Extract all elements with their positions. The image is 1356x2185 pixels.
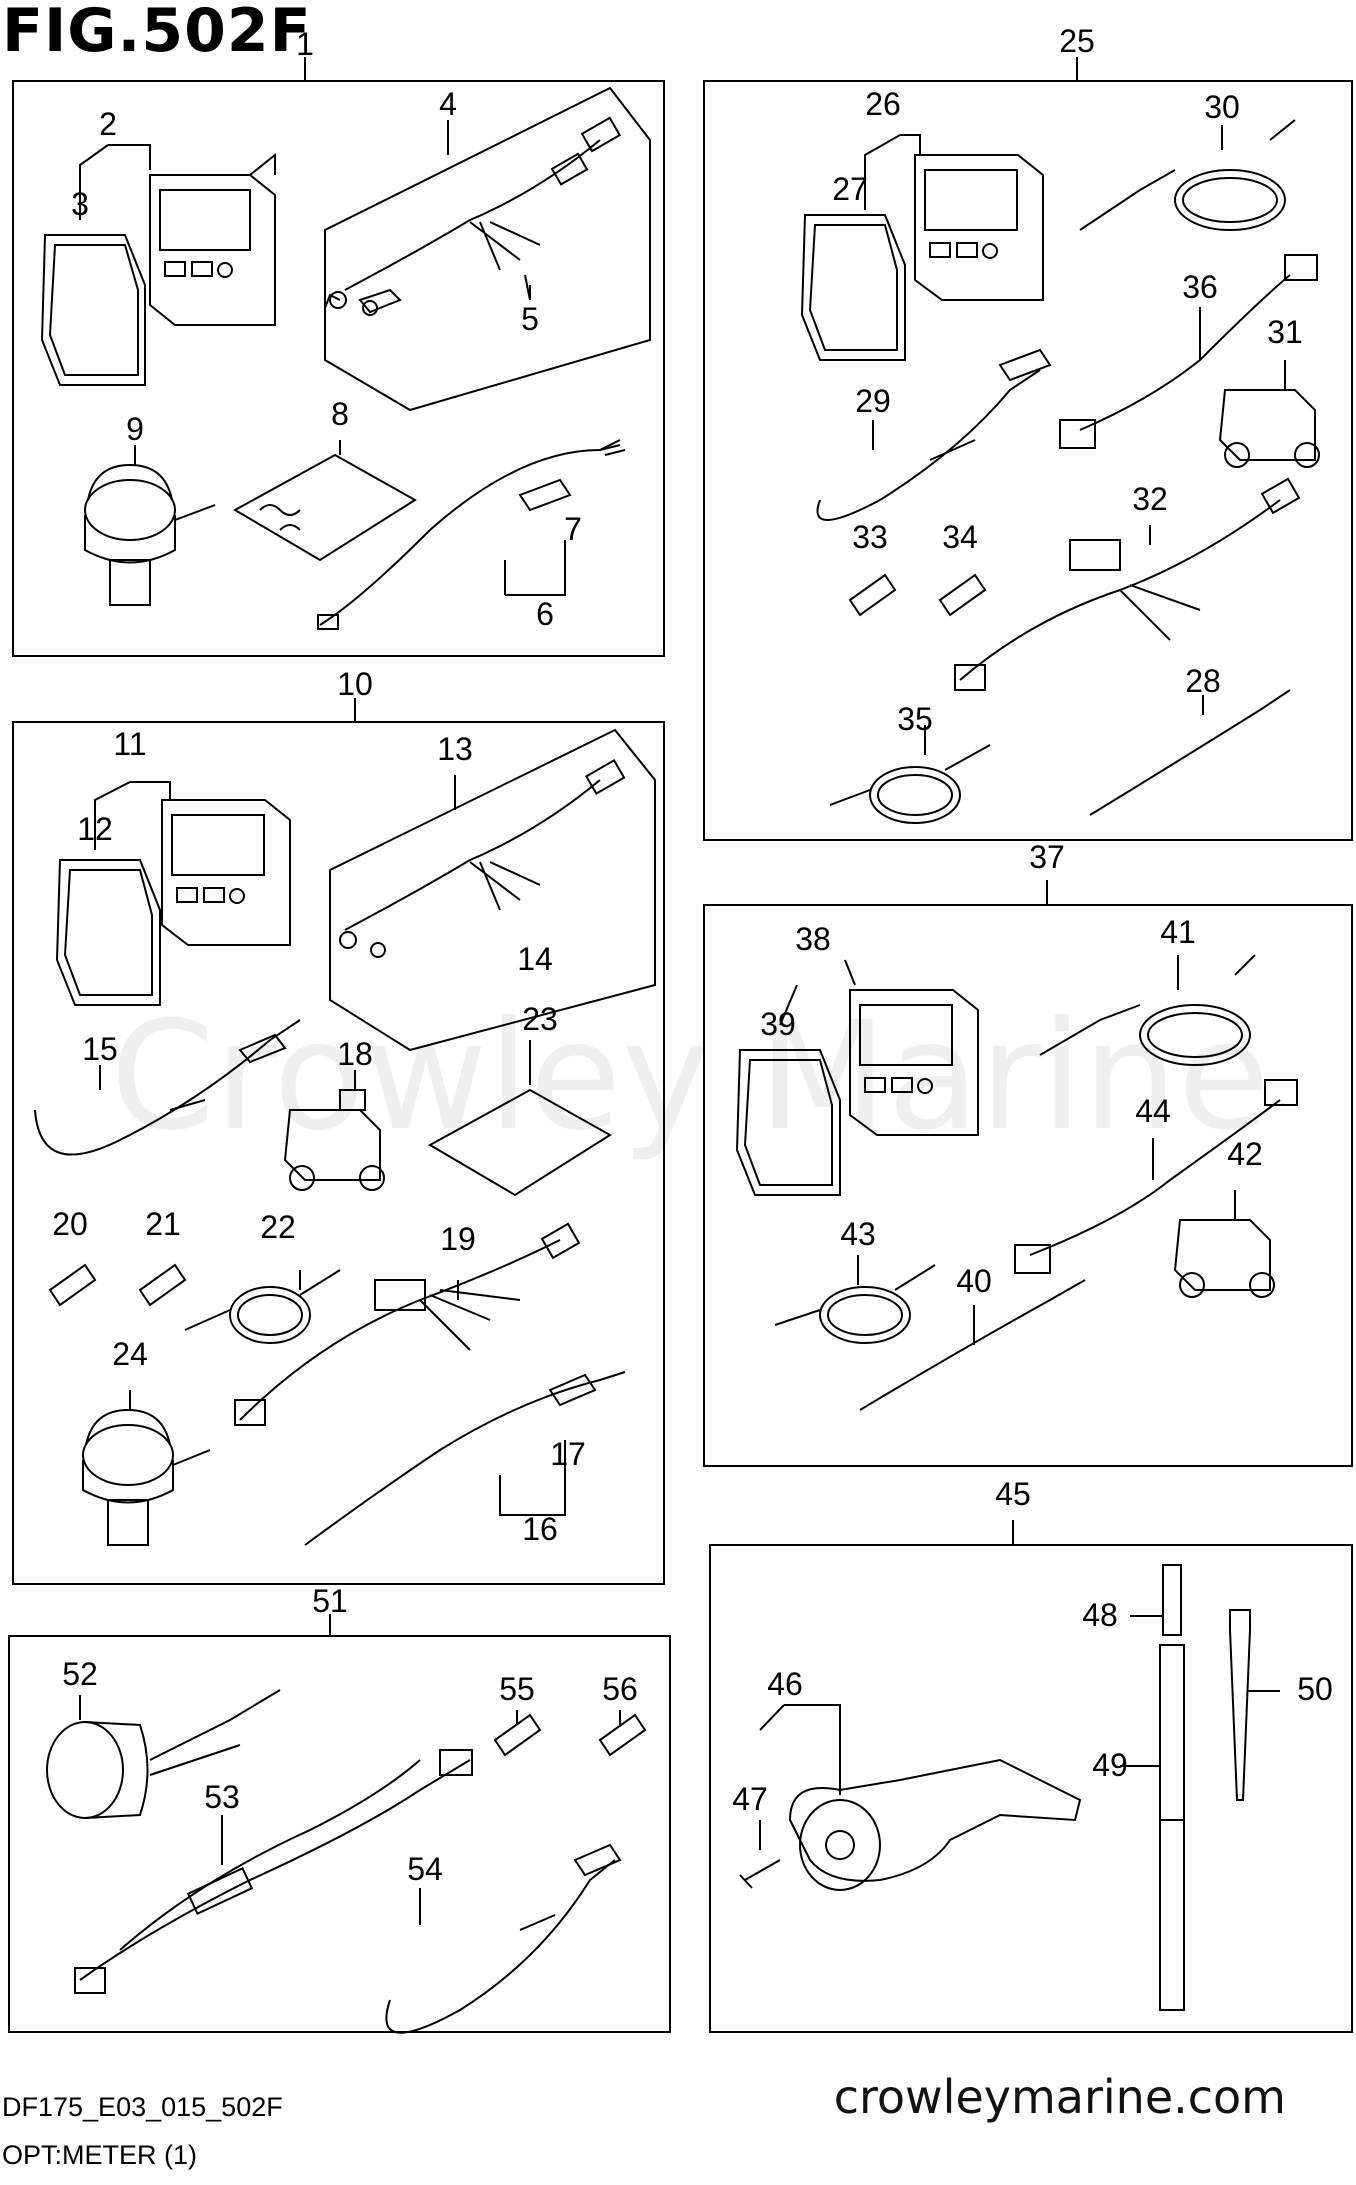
callout-4: 4: [439, 86, 457, 122]
callout-8: 8: [331, 396, 349, 432]
callout-29: 29: [855, 383, 891, 419]
callout-28: 28: [1185, 663, 1221, 699]
callout-25: 25: [1059, 23, 1095, 59]
figure-code: DF175_E03_015_502F: [2, 2092, 283, 2122]
callout-37: 37: [1029, 839, 1065, 875]
callout-9: 9: [126, 411, 144, 447]
callout-43: 43: [840, 1216, 876, 1252]
callout-16: 16: [522, 1511, 558, 1547]
group-box-37: [703, 904, 1353, 1467]
callout-10: 10: [337, 666, 373, 702]
group-box-1: [12, 80, 665, 657]
group-box-10: [12, 721, 665, 1585]
callout-20: 20: [52, 1206, 88, 1242]
callout-15: 15: [82, 1031, 118, 1067]
group-37-art: [735, 954, 1298, 1411]
callout-18: 18: [337, 1036, 373, 1072]
callout-23: 23: [522, 1001, 558, 1037]
group-1-art: [40, 86, 651, 630]
callout-17: 17: [550, 1436, 586, 1472]
group-25-art: [800, 119, 1320, 824]
callout-34: 34: [942, 519, 978, 555]
group-51-art: [46, 1689, 647, 2034]
callout-11: 11: [113, 726, 146, 762]
callout-14: 14: [517, 941, 553, 977]
callout-49: 49: [1092, 1747, 1128, 1783]
callout-45: 45: [995, 1476, 1031, 1512]
callout-44: 44: [1135, 1093, 1171, 1129]
group-box-51: [8, 1635, 671, 2033]
group-box-25: [703, 80, 1353, 841]
callout-1: 1: [296, 26, 314, 62]
callout-41: 41: [1160, 914, 1196, 950]
callout-12: 12: [77, 811, 113, 847]
callout-38: 38: [795, 921, 831, 957]
callout-56: 56: [602, 1671, 638, 1707]
callout-24: 24: [112, 1336, 148, 1372]
figure-caption: OPT:METER (1): [2, 2140, 198, 2170]
group-box-45: [709, 1544, 1353, 2033]
callout-5: 5: [521, 301, 539, 337]
group-45-art: [739, 1564, 1251, 2011]
callout-2: 2: [99, 106, 117, 142]
callout-19: 19: [440, 1221, 476, 1257]
callout-32: 32: [1132, 481, 1168, 517]
callout-33: 33: [852, 519, 888, 555]
callout-30: 30: [1204, 89, 1240, 125]
callout-48: 48: [1082, 1597, 1118, 1633]
callout-21: 21: [145, 1206, 181, 1242]
website-label: crowleymarine.com: [833, 2070, 1286, 2124]
callout-27: 27: [832, 171, 868, 207]
callout-55: 55: [499, 1671, 535, 1707]
callout-52: 52: [62, 1656, 98, 1692]
callout-26: 26: [865, 86, 901, 122]
callout-36: 36: [1182, 269, 1218, 305]
figure-title: FIG.502F: [2, 0, 312, 66]
callout-39: 39: [760, 1006, 796, 1042]
callout-6: 6: [536, 596, 554, 632]
callout-40: 40: [956, 1263, 992, 1299]
callout-54: 54: [407, 1851, 443, 1887]
callout-13: 13: [437, 731, 473, 767]
callout-3: 3: [71, 186, 89, 222]
callout-47: 47: [732, 1781, 768, 1817]
callout-46: 46: [767, 1666, 803, 1702]
callout-53: 53: [204, 1779, 240, 1815]
callout-50: 50: [1297, 1671, 1333, 1707]
callout-31: 31: [1267, 314, 1303, 350]
callout-35: 35: [897, 701, 933, 737]
callout-7: 7: [564, 511, 582, 547]
callout-42: 42: [1227, 1136, 1263, 1172]
leader-lines: [79, 120, 1286, 1925]
callout-51: 51: [312, 1583, 348, 1619]
callout-22: 22: [260, 1209, 296, 1245]
group-10-art: [34, 728, 656, 1546]
